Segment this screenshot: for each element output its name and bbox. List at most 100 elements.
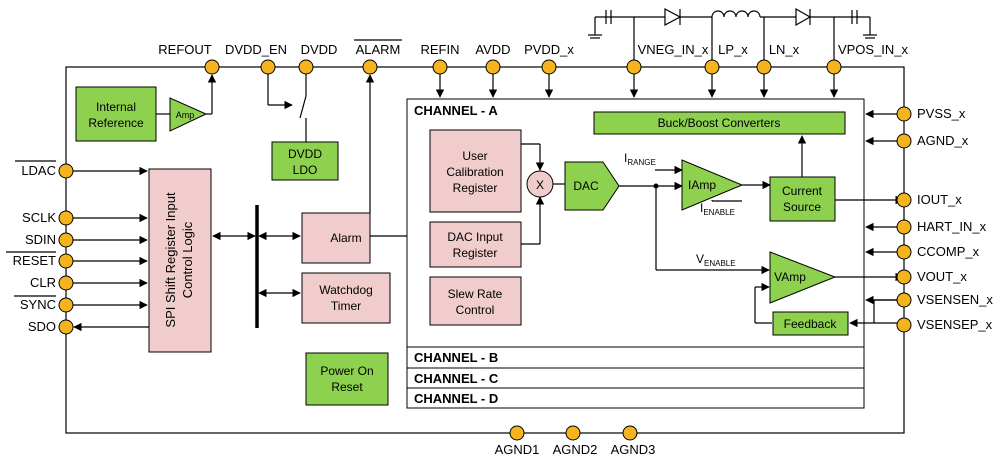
pin-dvdd bbox=[298, 59, 314, 75]
slew-rate-label: Slew Rate bbox=[448, 287, 503, 301]
dac-input-register bbox=[429, 221, 522, 268]
power-on-reset-block bbox=[305, 352, 389, 406]
pin-label-vneg-in: VNEG_IN_x bbox=[638, 42, 709, 57]
pin-label-vout: VOUT_x bbox=[917, 269, 967, 284]
pin-label-iout: IOUT_x bbox=[917, 192, 962, 207]
user-calibration-register bbox=[429, 129, 522, 213]
pin-pvss bbox=[896, 106, 912, 122]
pin-refin bbox=[432, 59, 448, 75]
pin-vsensep bbox=[896, 317, 912, 333]
left-pins: LDAC SCLK SDIN RESET CLR SYNC SDO bbox=[6, 160, 149, 335]
internal-reference-label: Reference bbox=[88, 116, 144, 130]
slew-rate-label: Control bbox=[456, 303, 495, 317]
dac-input-label: DAC Input bbox=[447, 230, 503, 244]
buck-boost-block bbox=[593, 111, 846, 135]
pin-sclk bbox=[58, 210, 74, 226]
pin-label-agnd3: AGND3 bbox=[611, 442, 656, 457]
pin-clr bbox=[58, 275, 74, 291]
channel-b-label: CHANNEL - B bbox=[414, 350, 498, 365]
pin-label-pvss: PVSS_x bbox=[917, 106, 966, 121]
v-enable-label: VENABLE bbox=[696, 252, 736, 268]
bottom-pins: AGND1 AGND2 AGND3 bbox=[495, 425, 656, 457]
pin-label-clr: CLR bbox=[30, 275, 56, 290]
pin-label-lp: LP_x bbox=[718, 42, 748, 57]
channel-c-label: CHANNEL - C bbox=[414, 371, 499, 386]
pin-label-sync: SYNC bbox=[20, 297, 56, 312]
diode-icon bbox=[795, 7, 812, 27]
current-source-label: Source bbox=[783, 200, 821, 214]
internal-reference-block bbox=[75, 86, 157, 142]
pin-label-sdin: SDIN bbox=[25, 232, 56, 247]
pin-label-sdo: SDO bbox=[28, 319, 56, 334]
ref-amp-label: Amp bbox=[176, 110, 195, 120]
pin-label-pvdd: PVDD_x bbox=[524, 42, 574, 57]
pin-label-ln: LN_x bbox=[769, 42, 800, 57]
pin-label-agnd2: AGND2 bbox=[553, 442, 598, 457]
dvdd-ldo-label: LDO bbox=[293, 163, 318, 177]
pin-dvdd-en bbox=[260, 59, 276, 75]
diode-icon bbox=[664, 8, 682, 26]
channel-d-box bbox=[406, 387, 865, 409]
pin-pvdd bbox=[541, 59, 557, 75]
iamp-label: IAmp bbox=[688, 178, 716, 192]
pin-vneg-in bbox=[626, 59, 642, 75]
switch-icon bbox=[299, 95, 307, 119]
dvdd-ldo-block bbox=[271, 141, 339, 181]
user-cal-label: Register bbox=[453, 181, 498, 195]
pin-label-ccomp: CCOMP_x bbox=[917, 244, 980, 259]
pin-label-sclk: SCLK bbox=[22, 210, 56, 225]
pin-sdo bbox=[58, 319, 74, 335]
pin-label-alarm: ALARM bbox=[356, 42, 401, 57]
pin-agnd2 bbox=[565, 425, 581, 441]
pin-label-hart-in: HART_IN_x bbox=[917, 219, 987, 234]
pin-label-dvdd-en: DVDD_EN bbox=[225, 42, 287, 57]
pin-label-vpos-in: VPOS_IN_x bbox=[838, 42, 909, 57]
dvdd-ldo-label: DVDD bbox=[288, 147, 322, 161]
watchdog-label: Watchdog bbox=[319, 283, 373, 297]
dac-label: DAC bbox=[573, 179, 599, 193]
feedback-label: Feedback bbox=[784, 317, 838, 331]
pin-label-ldac: LDAC bbox=[21, 163, 56, 178]
user-cal-label: User bbox=[462, 149, 487, 163]
pin-alarm bbox=[362, 59, 378, 75]
pin-label-reset: RESET bbox=[13, 253, 56, 268]
pin-label-refout: REFOUT bbox=[158, 42, 212, 57]
pin-label-avdd: AVDD bbox=[475, 42, 510, 57]
pin-vsensen bbox=[896, 292, 912, 308]
watchdog-label: Timer bbox=[331, 299, 361, 313]
channel-d-label: CHANNEL - D bbox=[414, 391, 498, 406]
user-cal-label: Calibration bbox=[446, 165, 503, 179]
power-on-reset-label: Reset bbox=[331, 380, 363, 394]
internal-reference-label: Internal bbox=[96, 100, 136, 114]
buck-boost-label: Buck/Boost Converters bbox=[658, 116, 781, 130]
dac-block bbox=[564, 161, 620, 211]
i-enable-label: IENABLE bbox=[700, 201, 735, 217]
pin-label-agnd-x: AGND_x bbox=[917, 133, 969, 148]
channel-a-label: CHANNEL - A bbox=[414, 103, 498, 118]
pin-hart-in bbox=[896, 219, 912, 235]
multiplier-label: X bbox=[536, 178, 544, 192]
pin-vpos-in bbox=[826, 59, 842, 75]
iamp-triangle bbox=[681, 159, 744, 211]
inductor-icon bbox=[711, 10, 761, 18]
pin-label-refin: REFIN bbox=[421, 42, 460, 57]
pin-label-agnd1: AGND1 bbox=[495, 442, 540, 457]
pin-lp bbox=[704, 59, 720, 75]
pin-reset bbox=[58, 253, 74, 269]
pin-agnd3 bbox=[622, 425, 638, 441]
pin-ldac bbox=[58, 163, 74, 179]
watchdog-block bbox=[301, 272, 391, 324]
pin-label-vsensen: VSENSEN_x bbox=[917, 292, 993, 307]
i-range-label: IRANGE bbox=[624, 151, 656, 167]
spi-label: SPI Shift Register Input bbox=[163, 192, 178, 328]
spi-label: Control Logic bbox=[180, 221, 195, 298]
power-on-reset-label: Power On bbox=[320, 364, 373, 378]
pin-refout bbox=[204, 59, 220, 75]
right-pins: PVSS_x AGND_x IOUT_x HART_IN_x CCOMP_x V… bbox=[865, 106, 993, 333]
slew-rate-control bbox=[429, 276, 522, 326]
current-source-block bbox=[769, 176, 836, 222]
pin-sdin bbox=[58, 232, 74, 248]
pin-agnd1 bbox=[509, 425, 525, 441]
vamp-triangle bbox=[769, 251, 837, 304]
